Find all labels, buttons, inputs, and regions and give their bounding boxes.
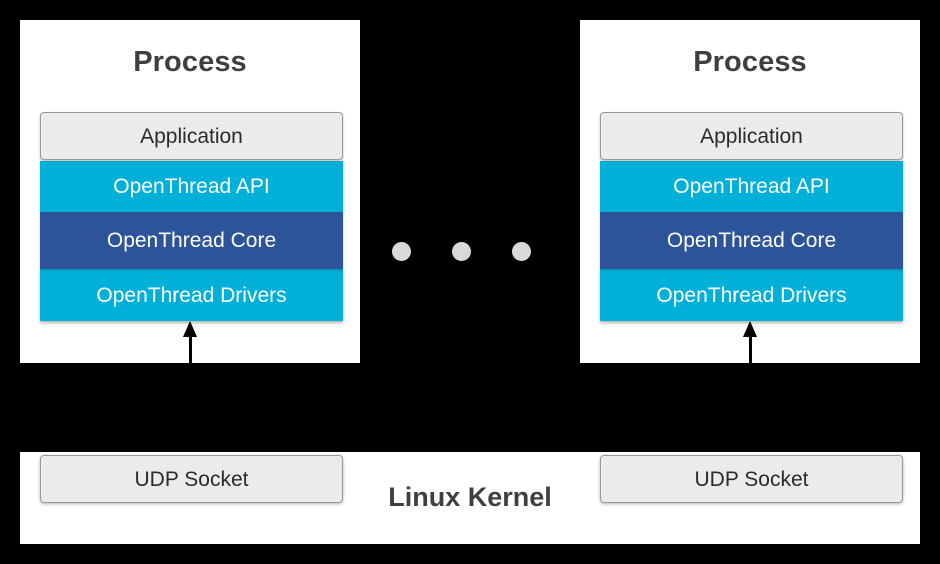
process-panel-left: Process Application OpenThread API OpenT… (20, 20, 360, 363)
arrow-right-socket-to-drivers (741, 321, 761, 363)
udp-socket-left[interactable]: UDP Socket (40, 455, 343, 503)
arrow-shaft (189, 333, 192, 363)
layer-openthread-core-right[interactable]: OpenThread Core (600, 212, 903, 269)
ellipsis-dot-icon (452, 242, 471, 261)
ellipsis-dots (392, 242, 548, 262)
layer-openthread-drivers-right[interactable]: OpenThread Drivers (600, 269, 903, 321)
process-title-right: Process (693, 46, 807, 78)
layer-openthread-api-left[interactable]: OpenThread API (40, 161, 343, 212)
arrow-head-icon (183, 321, 197, 337)
layer-application-right[interactable]: Application (600, 112, 903, 160)
process-title-left: Process (133, 46, 247, 78)
arrow-shaft (749, 333, 752, 363)
layer-stack-left: Application OpenThread API OpenThread Co… (40, 112, 343, 321)
ellipsis-dot-icon (512, 242, 531, 261)
layer-stack-right: Application OpenThread API OpenThread Co… (600, 112, 903, 321)
layer-application-left[interactable]: Application (40, 112, 343, 160)
arrow-head-icon (743, 321, 757, 337)
linux-kernel-label: Linux Kernel (388, 482, 552, 512)
process-panel-right: Process Application OpenThread API OpenT… (580, 20, 920, 363)
layer-openthread-core-left[interactable]: OpenThread Core (40, 212, 343, 269)
layer-openthread-api-right[interactable]: OpenThread API (600, 161, 903, 212)
layer-openthread-drivers-left[interactable]: OpenThread Drivers (40, 269, 343, 321)
linux-kernel-band: Linux Kernel UDP Socket UDP Socket (20, 452, 920, 544)
ellipsis-dot-icon (392, 242, 411, 261)
udp-socket-right[interactable]: UDP Socket (600, 455, 903, 503)
arrow-left-socket-to-drivers (181, 321, 201, 363)
